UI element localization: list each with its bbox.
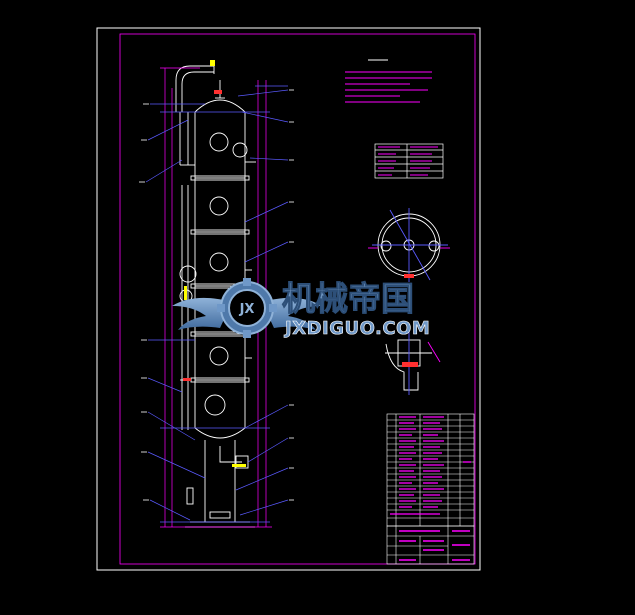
parts-list-text (390, 416, 471, 515)
leader-lines (145, 89, 289, 521)
winged-gear-icon (172, 278, 322, 338)
drawing-frame (96, 27, 481, 571)
title-block-text (399, 530, 470, 561)
design-data-table-text (378, 146, 438, 176)
title-block (386, 525, 475, 565)
watermark-en-text: JXDIGUO.COM (283, 318, 430, 339)
leader-tags (139, 89, 294, 501)
technical-notes-block (345, 59, 432, 103)
column-vessel-elevation (175, 64, 256, 528)
nozzle-detail-view (385, 332, 441, 395)
watermark-badge: JX (239, 302, 255, 317)
highlight-marks (183, 60, 246, 467)
watermark-cn-text: 机械帝国 (282, 279, 414, 318)
design-data-table (374, 143, 444, 179)
cross-section-view (368, 208, 450, 282)
parts-list-table (386, 413, 475, 527)
